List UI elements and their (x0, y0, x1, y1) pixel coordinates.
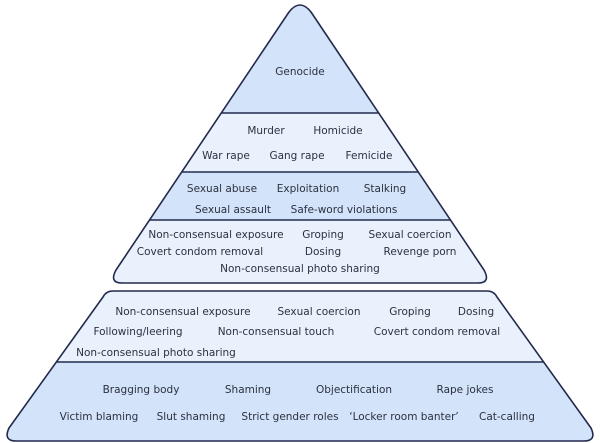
tier-item: Covert condom removal (137, 246, 263, 258)
tier-item: Non-consensual exposure (148, 229, 283, 241)
tier-item: Victim blaming (60, 411, 139, 423)
tier-item: War rape (202, 150, 250, 162)
upper-pyramid-outline (112, 4, 488, 284)
tier-murder-band (113, 113, 487, 172)
tier-item: Non-consensual touch (218, 326, 335, 338)
tier-item: Gang rape (269, 150, 324, 162)
tier-item: Sexual assault (195, 204, 271, 216)
tier-item: Shaming (225, 384, 271, 396)
tier-item: Slut shaming (157, 411, 226, 423)
tier-item: Rape jokes (437, 384, 494, 396)
tier-item: Sexual coercion (277, 306, 360, 318)
tier-item: Femicide (346, 150, 393, 162)
lower-pyramid: Non-consensual exposure Sexual coercion … (6, 290, 594, 442)
tier-attitudes-band (7, 362, 593, 441)
tier-item: Covert condom removal (374, 326, 500, 338)
tier-item: Following/leering (93, 326, 182, 338)
tier-item: Exploitation (277, 183, 339, 195)
lower-pyramid-outline (6, 290, 594, 442)
tier-item: Objectification (316, 384, 392, 396)
tier-item: Strict gender roles (241, 411, 338, 423)
tier-item: Non-consensual photo sharing (220, 263, 380, 275)
tier-item: Safe-word violations (291, 204, 398, 216)
tier-item: Groping (302, 229, 344, 241)
tier-item: Non-consensual photo sharing (76, 347, 236, 359)
tier-item: ‘Locker room banter’ (349, 411, 459, 423)
tier-item: Dosing (305, 246, 341, 258)
tier-genocide-band (113, 5, 487, 113)
tier-item: Bragging body (103, 384, 180, 396)
tier-item: Stalking (364, 183, 406, 195)
tier-item: Sexual abuse (187, 183, 257, 195)
tier-behaviours-band (7, 291, 593, 362)
tier-item: Revenge porn (384, 246, 457, 258)
upper-pyramid: Genocide Murder Homicide War rape Gang r… (112, 4, 488, 284)
tier-item: Sexual coercion (368, 229, 451, 241)
tier-item: Cat-calling (479, 411, 535, 423)
tier-item: Homicide (313, 125, 362, 137)
tier-item: Genocide (275, 66, 325, 78)
tier-item: Dosing (458, 306, 494, 318)
tier-nonconsensual-band (113, 220, 487, 283)
tier-item: Murder (247, 125, 285, 137)
tier-item: Groping (389, 306, 431, 318)
tier-item: Non-consensual exposure (115, 306, 250, 318)
